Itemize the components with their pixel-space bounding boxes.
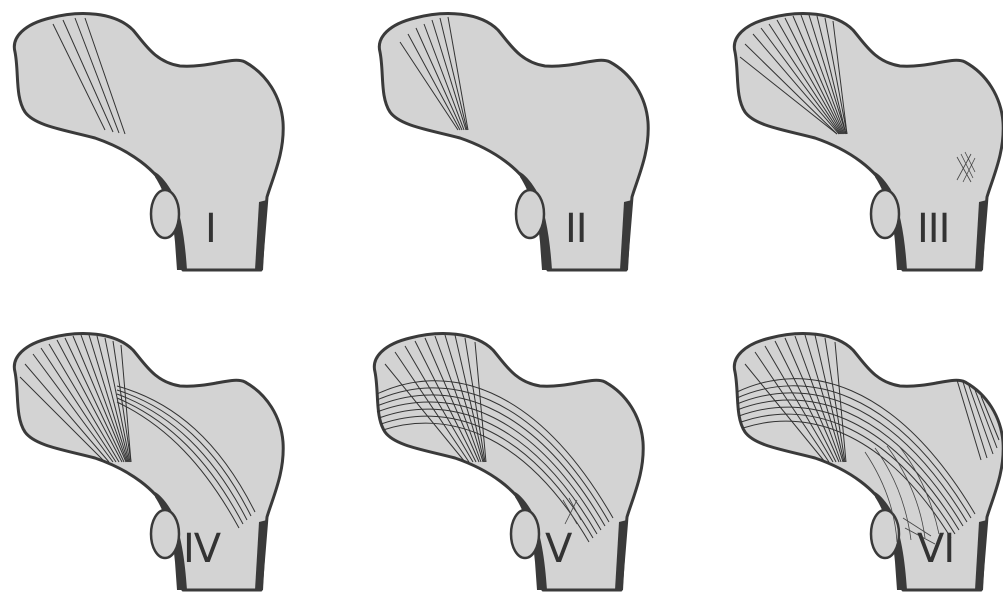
panel-type-4: IV: [5, 322, 305, 602]
type-label: II: [565, 206, 587, 252]
panel-type-6: VI: [725, 322, 1003, 602]
type-label: VI: [917, 526, 954, 572]
type-label: I: [205, 206, 216, 252]
femur-diagram-3: III: [725, 2, 1003, 282]
femur-diagram-5: V: [365, 322, 665, 602]
type-label: V: [545, 526, 573, 572]
femur-diagram-2: II: [370, 2, 670, 282]
panel-type-1: I: [5, 2, 305, 282]
femur-diagram-4: IV: [5, 322, 305, 602]
type-label: III: [917, 206, 949, 252]
femur-diagram-1: I: [5, 2, 305, 282]
panel-type-5: V: [365, 322, 665, 602]
panel-type-3: III: [725, 2, 1003, 282]
panel-type-2: II: [370, 2, 670, 282]
femur-diagram-6: VI: [725, 322, 1003, 602]
type-label: IV: [183, 526, 222, 572]
